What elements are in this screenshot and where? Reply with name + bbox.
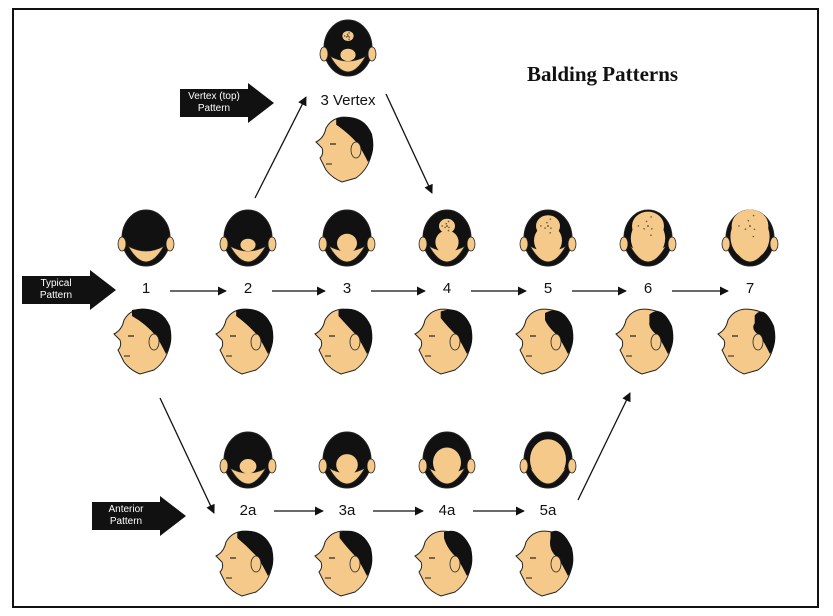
callout-vertex <box>180 83 274 123</box>
stage-label-3-vertex: 3 Vertex <box>320 92 376 109</box>
diagram-title: Balding Patterns <box>527 62 679 86</box>
head-top-4 <box>418 209 476 267</box>
head-top-3a <box>318 431 376 489</box>
head-side-5a <box>515 530 574 597</box>
head-side-4 <box>414 308 473 375</box>
arrow-2-to-3-vertex <box>254 96 307 199</box>
head-top-5a <box>519 431 577 489</box>
head-side-3a <box>314 530 373 597</box>
stage-label-5: 5 <box>543 280 553 297</box>
stage-label-6: 6 <box>643 280 653 297</box>
head-side-3 <box>314 308 373 375</box>
callout-typical <box>22 270 116 310</box>
head-side-4a <box>414 530 473 597</box>
stage-label-3: 3 <box>342 280 352 297</box>
stage-label-4a: 4a <box>438 502 456 519</box>
callout-typical-line2: Pattern <box>39 290 73 301</box>
stage-label-5a: 5a <box>539 502 557 519</box>
stage-label-2a: 2a <box>239 502 257 519</box>
head-top-1 <box>117 209 175 267</box>
stage-label-1: 1 <box>141 280 151 297</box>
arrow-5a-to-6 <box>577 392 631 501</box>
head-side-3-vertex <box>315 116 374 183</box>
callout-anterior-line1: Anterior <box>108 504 144 515</box>
head-top-5 <box>519 209 577 267</box>
stage-label-7: 7 <box>745 280 755 297</box>
head-top-3-vertex <box>319 19 377 77</box>
head-side-7 <box>717 308 776 375</box>
callout-anterior <box>92 496 186 536</box>
head-top-2 <box>219 209 277 267</box>
arrow-3-vertex-to-4 <box>385 93 433 194</box>
head-side-2 <box>215 308 274 375</box>
stage-label-4: 4 <box>442 280 452 297</box>
head-top-6 <box>619 209 677 267</box>
stage-label-3a: 3a <box>338 502 356 519</box>
head-top-4a <box>418 431 476 489</box>
stage-label-2: 2 <box>243 280 253 297</box>
callout-vertex-line2: Pattern <box>197 103 231 114</box>
head-side-5 <box>515 308 574 375</box>
head-side-1 <box>113 308 172 375</box>
head-side-2a <box>215 530 274 597</box>
callout-vertex-line1: Vertex (top) <box>188 91 240 102</box>
callout-anterior-line2: Pattern <box>109 516 143 527</box>
callout-vertex-text: Vertex (top)Pattern <box>180 91 248 115</box>
head-top-3 <box>318 209 376 267</box>
head-top-7 <box>721 209 779 267</box>
arrow-1-to-2a <box>159 397 215 514</box>
callout-typical-line1: Typical <box>40 278 72 289</box>
head-side-6 <box>615 308 674 375</box>
head-top-2a <box>219 431 277 489</box>
